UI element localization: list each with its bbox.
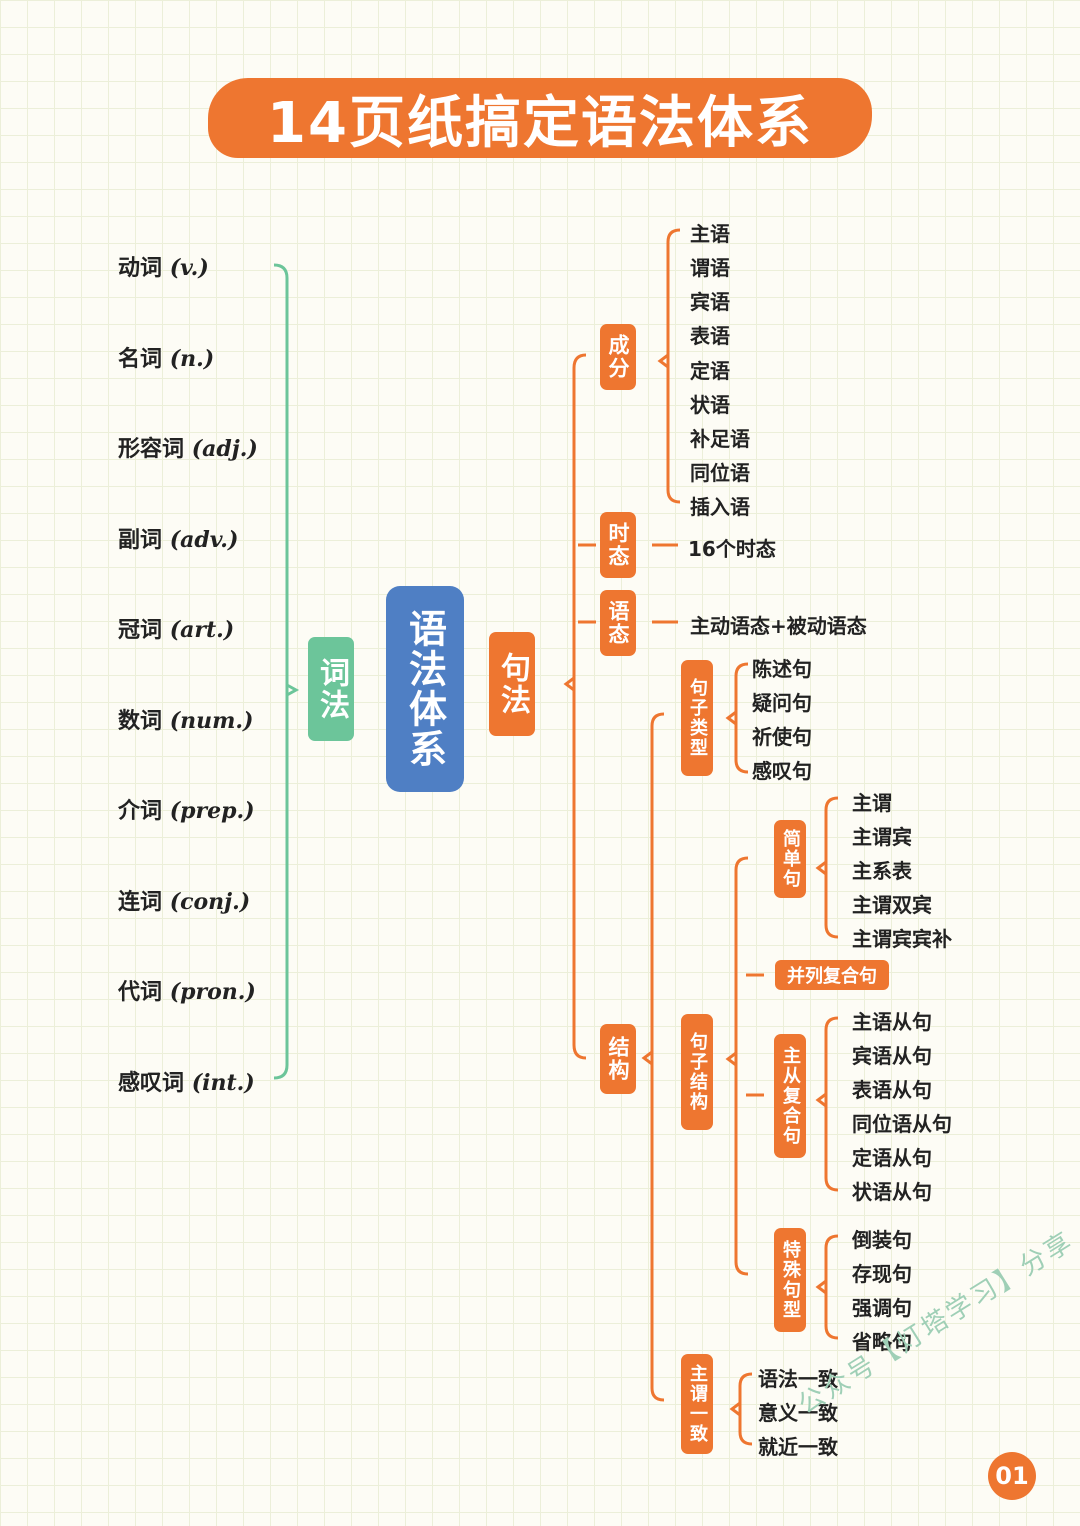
chengfen-item: 谓语 bbox=[690, 256, 730, 280]
teshu-item: 强调句 bbox=[852, 1296, 912, 1320]
chengfen-item: 定语 bbox=[690, 359, 730, 383]
yutai-item: 主动语态+被动语态 bbox=[690, 614, 867, 638]
shitai-item: 16个时态 bbox=[688, 537, 776, 561]
pos-item-preposition: 介词 (prep.) bbox=[118, 798, 255, 824]
cifa-node: 词法 bbox=[308, 637, 354, 741]
binglie-node: 并列复合句 bbox=[775, 960, 889, 990]
teshu-node: 特殊句型 bbox=[774, 1228, 806, 1332]
juzileixing-node: 句子类型 bbox=[681, 660, 713, 776]
jiandanju-item: 主谓 bbox=[852, 791, 892, 815]
pos-item-conjunction: 连词 (conj.) bbox=[118, 889, 251, 915]
yutai-node: 语态 bbox=[600, 590, 636, 656]
chengfen-item: 状语 bbox=[690, 393, 730, 417]
juzileixing-item: 陈述句 bbox=[752, 657, 812, 681]
zhuweiyizhi-item: 语法一致 bbox=[758, 1367, 838, 1391]
jiegou-node: 结构 bbox=[600, 1024, 636, 1094]
pos-item-article: 冠词 (art.) bbox=[118, 617, 235, 643]
page-title: 14页纸搞定语法体系 bbox=[208, 78, 872, 158]
pos-item-adverb: 副词 (adv.) bbox=[118, 527, 239, 553]
zhucong-item: 宾语从句 bbox=[852, 1044, 932, 1068]
chengfen-node: 成分 bbox=[600, 324, 636, 390]
pos-item-verb: 动词 (v.) bbox=[118, 255, 209, 281]
chengfen-item: 表语 bbox=[690, 324, 730, 348]
chengfen-item: 同位语 bbox=[690, 461, 750, 485]
juzijiegou-node: 句子结构 bbox=[681, 1014, 713, 1130]
zhuweiyizhi-item: 就近一致 bbox=[758, 1435, 838, 1459]
pos-item-numeral: 数词 (num.) bbox=[118, 708, 254, 734]
jiandanju-item: 主谓宾宾补 bbox=[852, 927, 952, 951]
chengfen-item: 插入语 bbox=[690, 495, 750, 519]
juzileixing-item: 感叹句 bbox=[752, 759, 812, 783]
chengfen-item: 宾语 bbox=[690, 290, 730, 314]
zhuweiyizhi-item: 意义一致 bbox=[758, 1401, 838, 1425]
zhucong-item: 定语从句 bbox=[852, 1146, 932, 1170]
shitai-node: 时态 bbox=[600, 512, 636, 578]
teshu-item: 省略句 bbox=[852, 1330, 912, 1354]
page-number: 01 bbox=[988, 1452, 1036, 1500]
pos-item-noun: 名词 (n.) bbox=[118, 346, 215, 372]
jufa-node: 句法 bbox=[489, 632, 535, 736]
chengfen-item: 主语 bbox=[690, 222, 730, 246]
zhucong-item: 表语从句 bbox=[852, 1078, 932, 1102]
jiandanju-item: 主系表 bbox=[852, 859, 912, 883]
juzileixing-item: 疑问句 bbox=[752, 691, 812, 715]
zhucong-node: 主从复合句 bbox=[774, 1034, 806, 1158]
teshu-item: 倒装句 bbox=[852, 1228, 912, 1252]
zhucong-item: 主语从句 bbox=[852, 1010, 932, 1034]
teshu-item: 存现句 bbox=[852, 1262, 912, 1286]
zhuweiyizhi-node: 主谓一致 bbox=[681, 1354, 713, 1454]
pos-item-interjection: 感叹词 (int.) bbox=[118, 1070, 255, 1096]
jiandanju-item: 主谓宾 bbox=[852, 825, 912, 849]
pos-item-adjective: 形容词 (adj.) bbox=[118, 436, 258, 462]
jiandanju-node: 简单句 bbox=[774, 820, 806, 898]
zhucong-item: 状语从句 bbox=[852, 1180, 932, 1204]
root-node: 语法体系 bbox=[386, 586, 464, 792]
chengfen-item: 补足语 bbox=[690, 427, 750, 451]
jiandanju-item: 主谓双宾 bbox=[852, 893, 932, 917]
pos-item-pronoun: 代词 (pron.) bbox=[118, 979, 256, 1005]
juzileixing-item: 祈使句 bbox=[752, 725, 812, 749]
zhucong-item: 同位语从句 bbox=[852, 1112, 952, 1136]
